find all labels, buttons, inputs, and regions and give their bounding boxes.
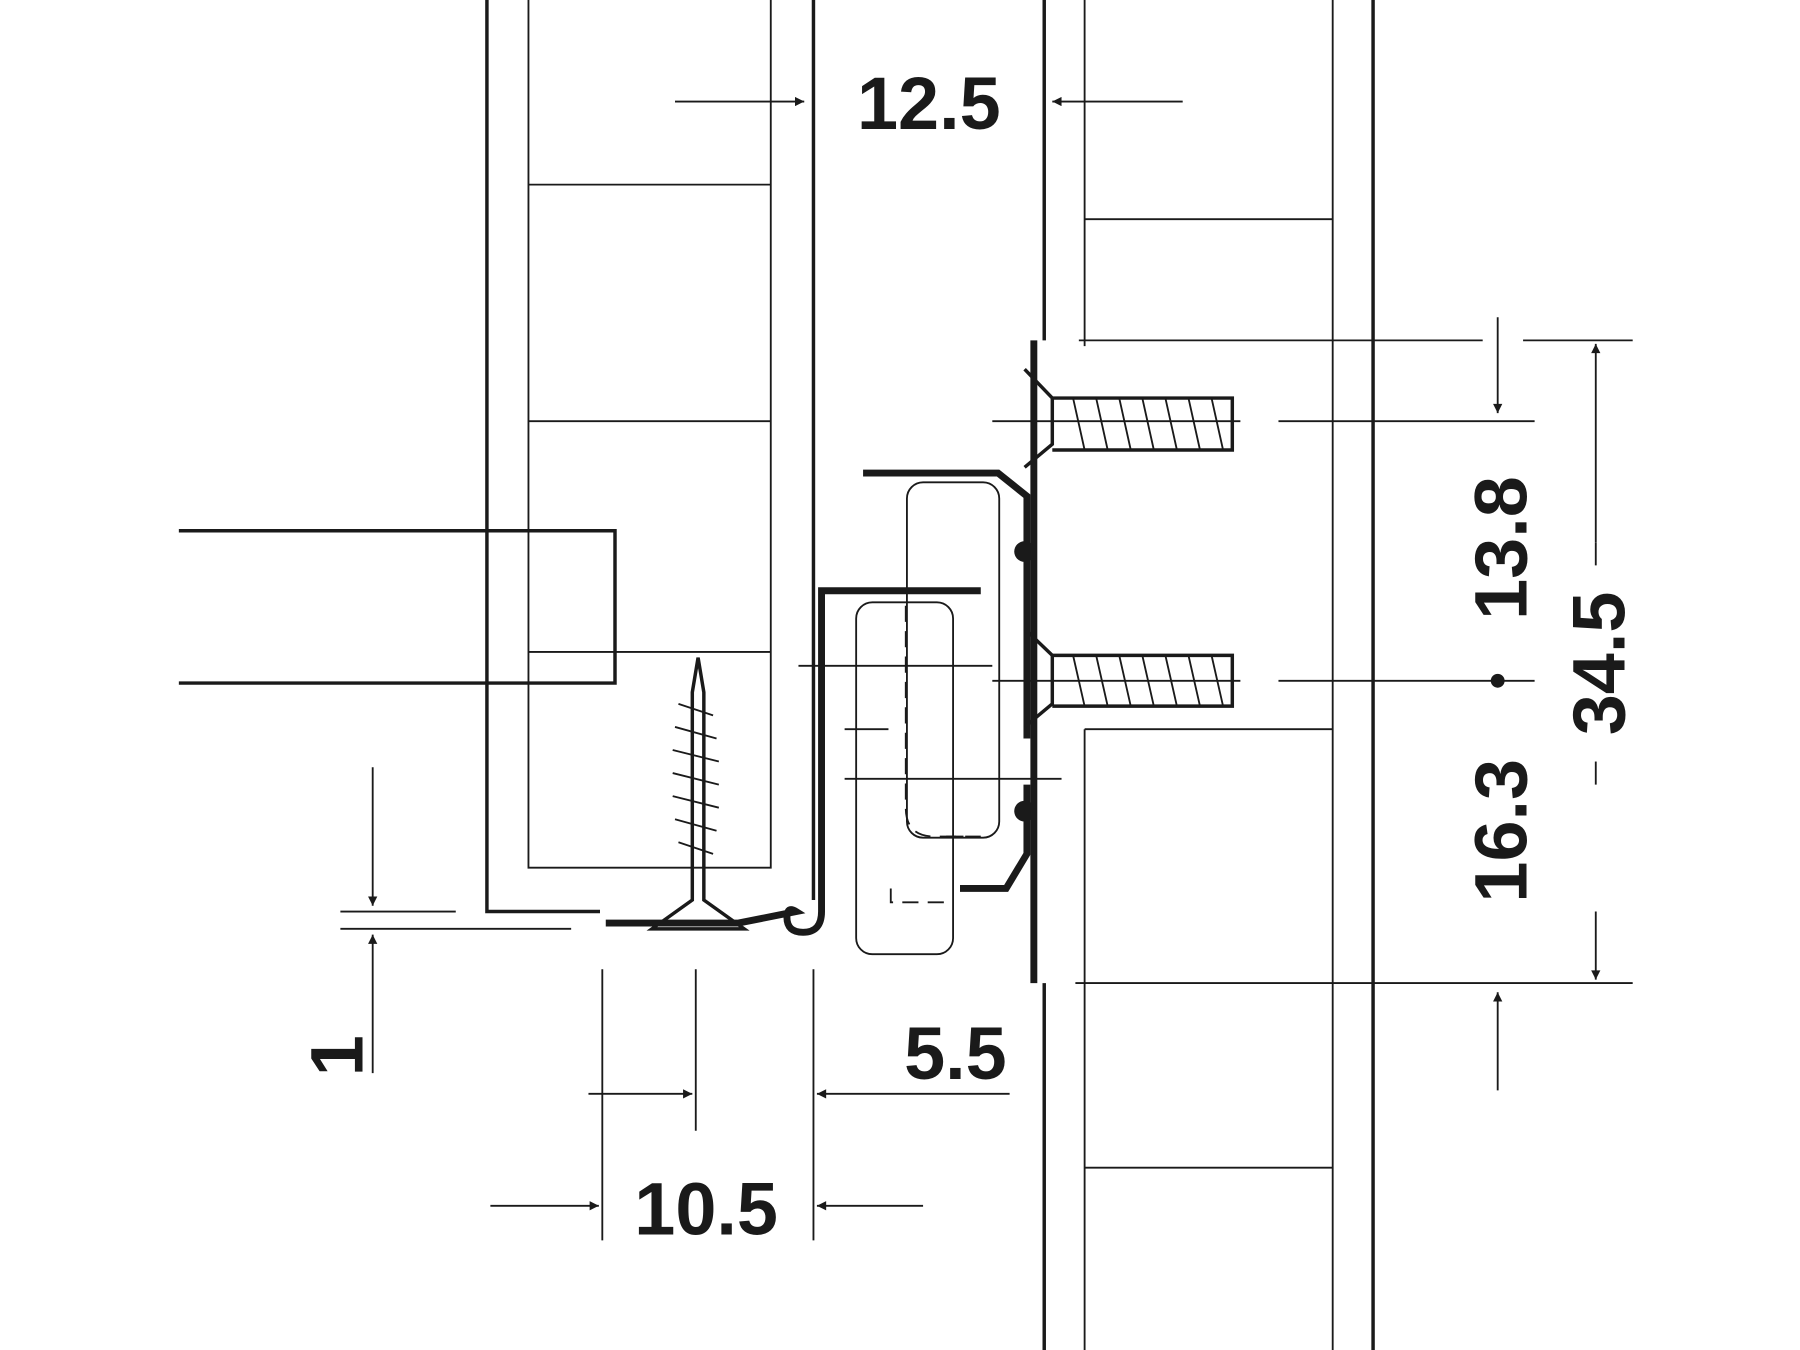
dimension-lines [340,96,1601,1241]
dimension-top-gap: 12.5 [857,62,1001,145]
cabinet-screw-upper [992,368,1535,469]
dimension-total-height: 34.5 [1558,592,1641,736]
drawer-side-panel [485,0,816,914]
dimension-lower-screw: 16.3 [1460,759,1543,903]
cabinet-screw-lower [992,627,1535,729]
cabinet-side-panel [1042,0,1633,1350]
runner-rail [605,340,1062,984]
drawer-bottom-panel [178,529,617,685]
drawer-screw [646,657,750,931]
dimension-upper-screw: 13.8 [1460,476,1543,620]
dimension-rail-offset: 5.5 [904,1012,1007,1095]
dimension-bottom-offset: 1 [295,1035,378,1076]
dimension-screw-offset: 10.5 [634,1168,778,1251]
